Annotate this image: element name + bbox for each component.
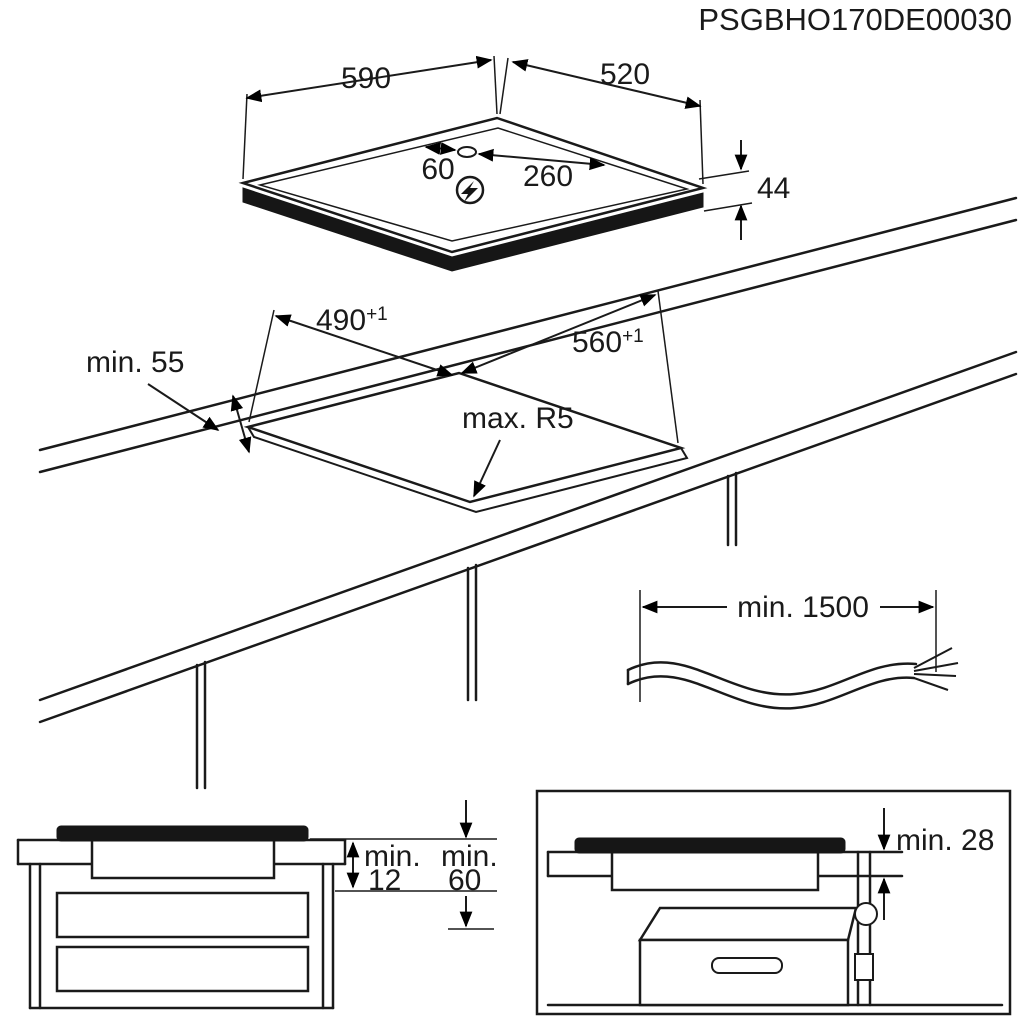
drawer-upper	[55, 891, 310, 939]
hob-body-profile-right	[610, 850, 820, 892]
oven-box	[637, 906, 858, 1007]
lightning-bolt-icon	[461, 181, 478, 202]
dim-560-label: 560+1	[572, 326, 644, 359]
oven-clearance-view: min. 28	[535, 789, 1012, 1016]
dim-520-label: 520	[600, 58, 650, 91]
dim-line-520	[511, 59, 702, 109]
min-28-label: min. 28	[896, 824, 994, 857]
table-leg-left	[195, 660, 207, 790]
table-leg-right	[726, 471, 738, 547]
mounting-bracket	[854, 953, 874, 981]
mounting-knob	[854, 902, 878, 926]
table-leg-middle	[466, 563, 478, 702]
max-r5-label: max. R5	[462, 402, 574, 435]
max-r5-arrow	[473, 439, 501, 498]
min-55-leader-arrow	[147, 383, 220, 431]
table-legs	[195, 471, 738, 790]
hob-isometric-view	[238, 116, 708, 272]
cabinet-clearance-view: min. 12 min. 60	[16, 800, 498, 1010]
drawer-lower	[55, 945, 310, 993]
hob-dimensions: 590 520 60 260 44	[242, 55, 790, 240]
mains-cable	[626, 647, 959, 710]
cutout-opening	[243, 371, 686, 504]
dim-260-label: 260	[523, 160, 573, 193]
dim-line-260	[477, 148, 606, 171]
dim-44-label: 44	[757, 172, 790, 205]
min-1500-label: min. 1500	[737, 591, 869, 624]
worktop-front-edge-line-2	[38, 372, 1018, 724]
hob-glass-profile	[56, 825, 309, 842]
hob-glass-inner-edge	[257, 127, 690, 242]
oven-top-face	[637, 906, 858, 942]
min-12-label-word: min.	[364, 840, 421, 873]
dim-490-label: 490+1	[316, 304, 388, 337]
min-12-label-value: 12	[368, 864, 401, 897]
cabinet-left-wall	[28, 862, 42, 1010]
min-55-label: min. 55	[86, 346, 184, 379]
worktop-cutout: 490+1 560+1 min. 55 max. R5	[86, 290, 689, 514]
document-code: PSGBHO170DE00030	[698, 2, 1012, 37]
cable-length-diagram: min. 1500	[626, 590, 959, 710]
cable-wire-strands	[913, 647, 959, 691]
hob-base-body	[242, 187, 704, 272]
hob-glass-profile-right	[574, 837, 846, 854]
cable-hole	[457, 146, 477, 158]
dim-60-label: 60	[421, 153, 454, 186]
dim-line-590	[245, 55, 493, 103]
oven-handle	[711, 957, 783, 974]
hob-body-profile	[90, 838, 276, 880]
min-60-label-word: min.	[441, 840, 498, 873]
min-60-label-value: 60	[448, 864, 481, 897]
cutout-thickness-lip	[247, 426, 689, 514]
min-55-span-arrow	[230, 394, 252, 454]
dim-line-490	[274, 314, 454, 377]
dim-590-label: 590	[341, 62, 391, 95]
dim-line-560	[460, 294, 657, 374]
worktop-front-edge-line-1	[38, 350, 1018, 702]
cabinet-right-wall	[321, 862, 335, 1010]
dim-line-60	[424, 142, 457, 155]
